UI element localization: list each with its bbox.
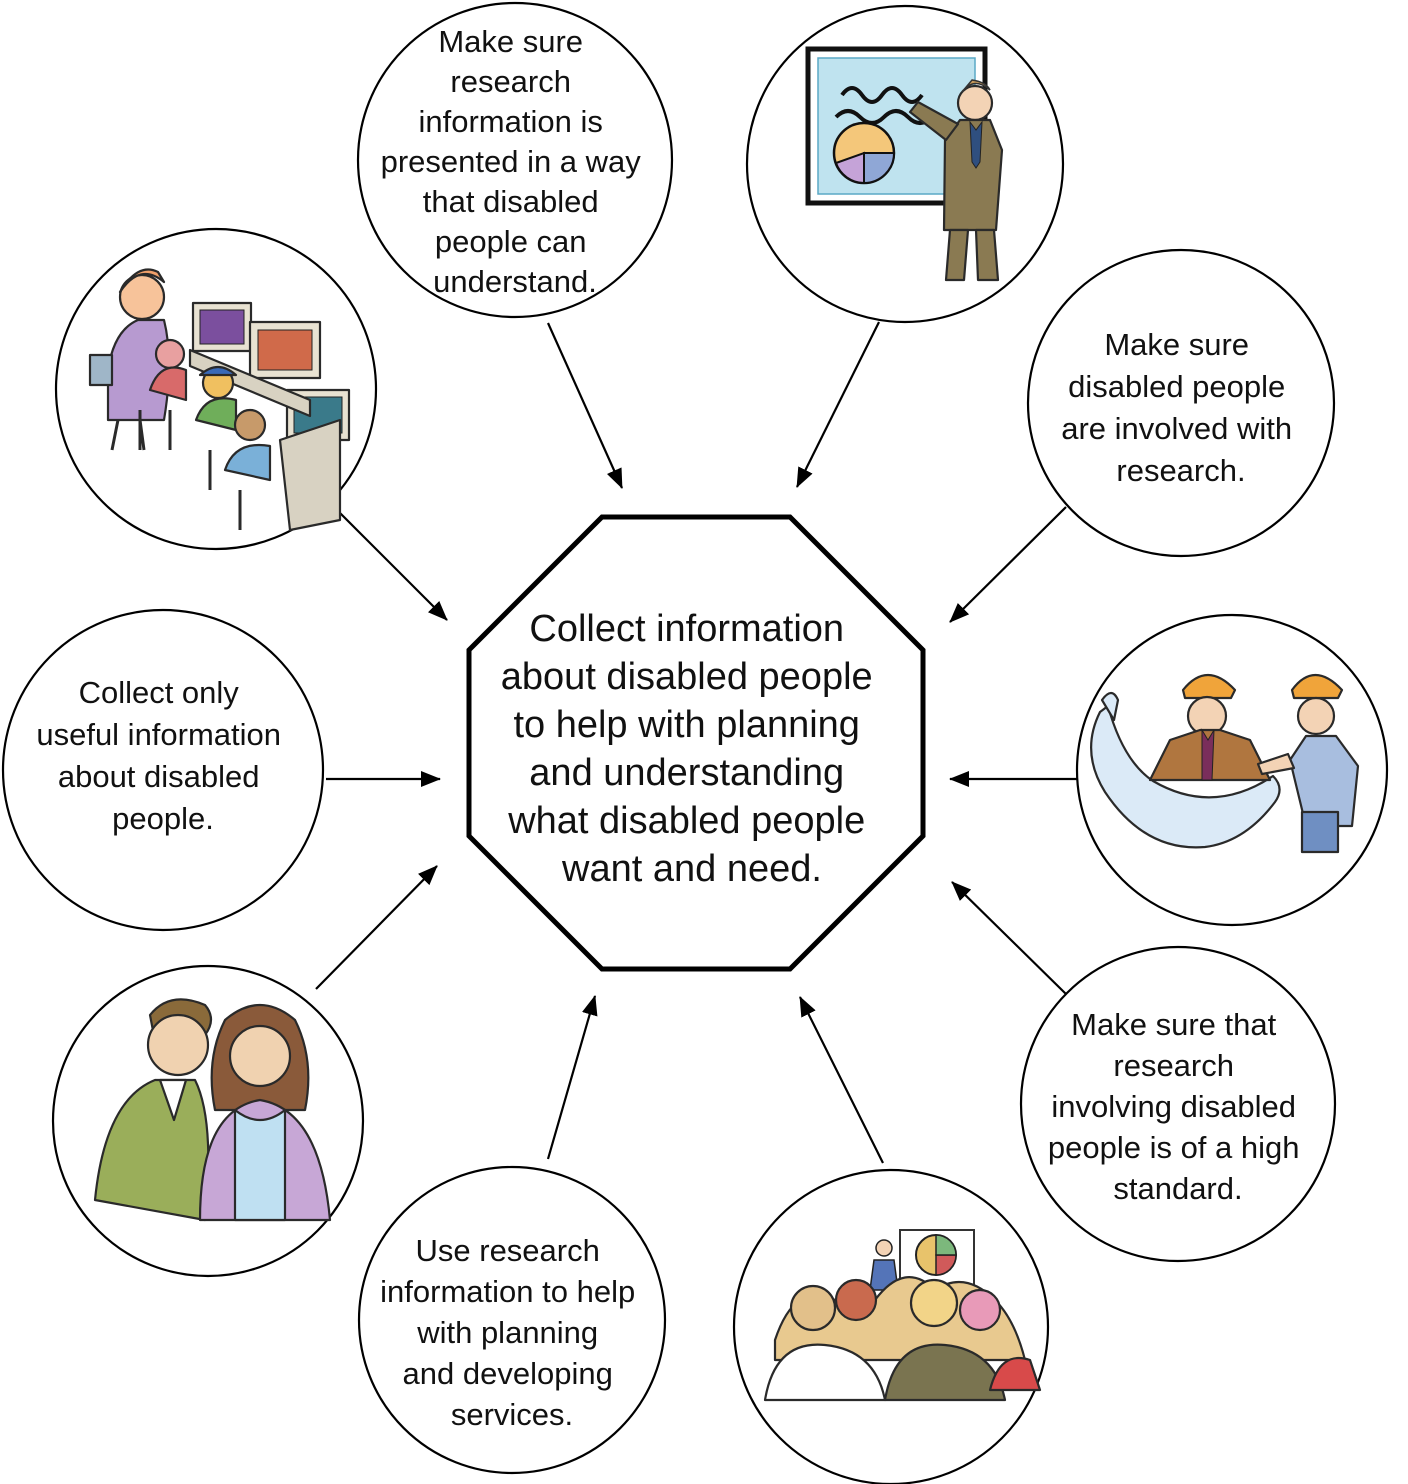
node-top: Make sure research information is presen… [356, 1, 674, 319]
node-bottom-left: Use research information to help with pl… [357, 1165, 667, 1475]
center-node: Collect information about disabled peopl… [466, 514, 926, 972]
center-line: what disabled people [507, 800, 865, 842]
node-line: Make sure [1104, 327, 1249, 362]
node-bottom-left-text: Use research information to help with pl… [380, 1233, 644, 1432]
node-line: services. [451, 1397, 573, 1432]
node-right-upper-text: Make sure disabled people are involved w… [1061, 327, 1301, 488]
node-left-text: Collect only useful information about di… [36, 675, 289, 836]
arrow-top-right [796, 321, 880, 488]
node-line: research. [1116, 453, 1245, 488]
node-line: with planning [416, 1315, 598, 1350]
node-line: people is of a high [1048, 1130, 1300, 1165]
center-line: about disabled people [501, 656, 873, 698]
arrow-bottom-left [546, 995, 598, 1160]
node-right-upper: Make sure disabled people are involved w… [1026, 248, 1336, 558]
node-line: Make sure [438, 24, 583, 59]
node-line: understand. [433, 264, 597, 299]
node-line: and developing [403, 1356, 613, 1391]
center-text: Collect information about disabled peopl… [501, 608, 883, 890]
node-line: about disabled [58, 759, 260, 794]
node-line: disabled people [1068, 369, 1285, 404]
audience-at-presentation-illustration [732, 1168, 1050, 1484]
arrow-bottom-left-illustration [315, 865, 438, 990]
arrow-bottom-right [799, 996, 884, 1164]
node-line: people can [435, 224, 587, 259]
node-line: research [1113, 1048, 1234, 1083]
node-line: Collect only [79, 675, 240, 710]
center-octagon [466, 514, 926, 972]
arrow-top-left [337, 510, 448, 621]
arrows [315, 321, 1077, 1164]
construction-workers-illustration [1075, 613, 1389, 927]
classroom-computers-illustration [54, 227, 378, 551]
node-left: Collect only useful information about di… [1, 608, 325, 932]
node-top-text: Make sure research information is presen… [381, 24, 650, 299]
people-whispering-illustration [51, 964, 365, 1278]
center-line: and understanding [529, 752, 844, 794]
center-line: to help with planning [513, 704, 859, 746]
node-right-lower: Make sure that research involving disabl… [1019, 945, 1337, 1263]
center-line: want and need. [561, 848, 822, 890]
node-line: Use research [416, 1233, 600, 1268]
node-line: presented in a way [381, 144, 642, 179]
node-line: that disabled [423, 184, 599, 219]
node-line: research [450, 64, 571, 99]
arrow-right-lower [951, 881, 1068, 996]
node-line: information to help [380, 1274, 635, 1309]
center-line: Collect information [529, 608, 844, 650]
arrow-right-upper [949, 506, 1067, 623]
node-line: standard. [1113, 1171, 1242, 1206]
node-line: are involved with [1061, 411, 1292, 446]
node-line: useful information [36, 717, 281, 752]
node-line: involving disabled [1051, 1089, 1296, 1124]
node-line: information is [419, 104, 603, 139]
node-line: people. [112, 801, 214, 836]
node-right-lower-text: Make sure that research involving disabl… [1048, 1007, 1308, 1206]
node-line: Make sure that [1071, 1007, 1276, 1042]
arrow-top [546, 322, 624, 489]
presenter-at-whiteboard-illustration [745, 4, 1065, 324]
